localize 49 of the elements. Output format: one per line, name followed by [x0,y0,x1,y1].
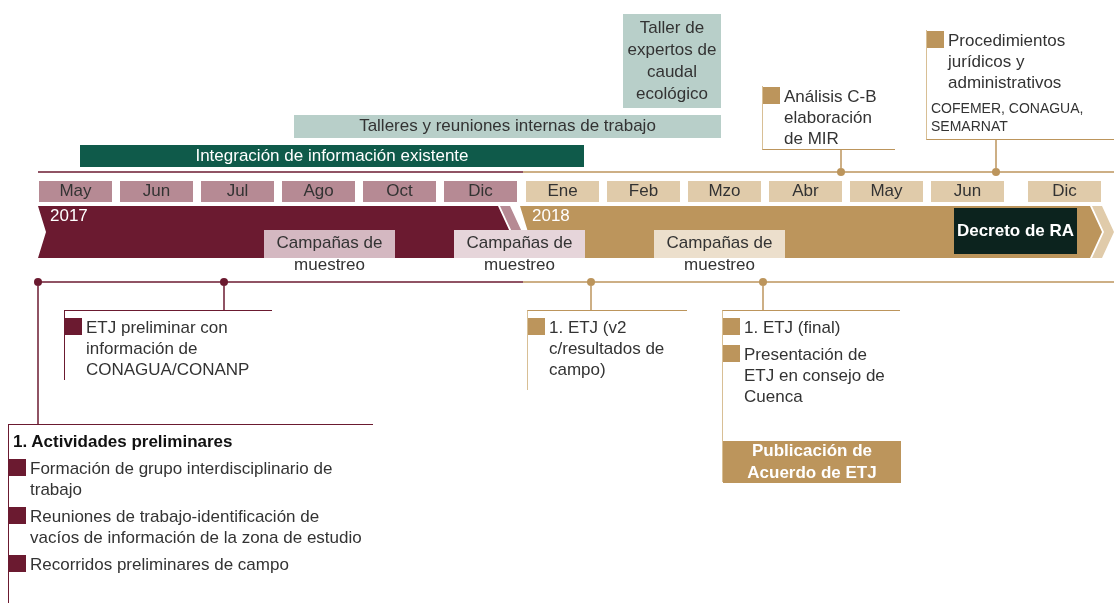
month-tab: Ene [526,181,599,202]
callout-bracket [64,310,272,380]
month-tab: Jun [120,181,193,202]
activity-bar: Talleres y reuniones internas de trabajo [294,115,721,138]
workshop-bar: Taller de expertos de caudal ecológico [623,14,721,108]
timeline-dot [759,278,767,286]
callout-bracket [926,30,1114,140]
callout-text: Recorridos preliminares de campo [30,554,289,575]
callout-bracket [8,424,373,603]
milestone-box: Decreto de RA [954,208,1077,254]
callout-text: Formación de grupo interdisciplinario de trabajo [30,458,334,500]
callout-bracket [762,86,895,150]
callout-text: COFEMER, CONAGUA, SEMARNAT [931,99,1085,135]
callout-text: 1. ETJ (final) [744,317,841,338]
leader-line [995,139,997,169]
activity-bar: Integración de información existente [80,145,584,167]
callout-text: 1. ETJ (v2 c/resultados de campo) [549,317,666,380]
callout-bracket [722,310,900,482]
leader-line [840,149,842,169]
timeline-dot [220,278,228,286]
leader-line [590,285,592,311]
month-tab: Jun [931,181,1004,202]
timeline-dot [992,168,1000,176]
month-tab: Ago [282,181,355,202]
month-tab: Dic [1028,181,1101,202]
callout-text: Presentación de ETJ en consejo de Cuenca [744,344,886,407]
callout-bracket [527,310,687,390]
leader-line [37,285,39,425]
month-tab: Abr [769,181,842,202]
timeline-dot [837,168,845,176]
month-tab: Dic [444,181,517,202]
callout-text: ETJ preliminar con información de CONAGUA/CONANP [86,317,251,380]
callout-text: Análisis C-B elaboración de MIR [784,86,878,149]
month-tab: Oct [363,181,436,202]
month-tab: Mzo [688,181,761,202]
year-label: 2018 [532,206,570,226]
milestone-box: Publicación de Acuerdo de ETJ [723,441,901,483]
month-tab: Feb [607,181,680,202]
leader-line [762,285,764,311]
month-tab: Jul [201,181,274,202]
month-tab: May [39,181,112,202]
section-heading: 1. Actividades preliminares [13,431,233,452]
month-tab: May [850,181,923,202]
timeline-dot [587,278,595,286]
year-label: 2017 [50,206,88,226]
callout-text: Reuniones de trabajo-identificación de vacíos de información de la zona de estudio [30,506,363,548]
leader-line [223,285,225,311]
timeline-dot [34,278,42,286]
callout-text: Procedimientos jurídicos y administrativos [948,30,1067,93]
